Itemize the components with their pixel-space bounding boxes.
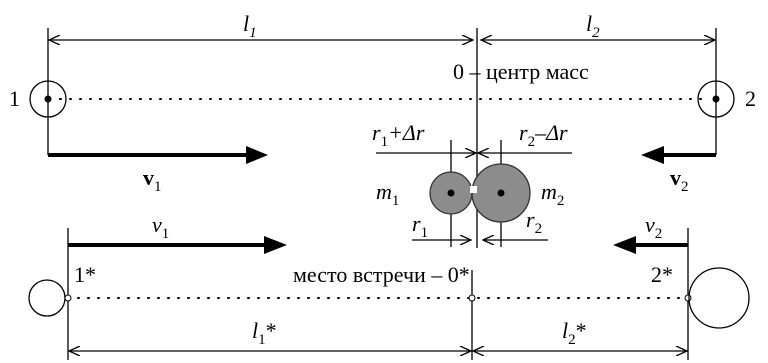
label-meeting-point: место встречи – 0*	[293, 262, 470, 287]
label-r2-minus-dr: r2–Δr	[519, 120, 568, 150]
label-body-2-star: 2*	[651, 262, 673, 287]
ball-m1-center	[447, 189, 455, 197]
velocity-vectors-top	[48, 146, 716, 164]
label-r1-plus-dr: r1+Δr	[372, 120, 425, 150]
v2-vector-head	[641, 146, 664, 164]
label-r2: r2	[526, 207, 542, 237]
label-l1-star: l1*	[252, 318, 277, 348]
label-l2-star: l2*	[562, 318, 587, 348]
body-1-star-point	[64, 294, 72, 302]
meeting-positions	[28, 228, 750, 360]
v2-bottom-head	[613, 236, 636, 254]
label-body-1-star: 1*	[74, 262, 96, 287]
body-2-circle	[697, 80, 735, 118]
initial-positions	[29, 80, 735, 118]
label-m2: m2	[541, 179, 564, 209]
label-l2: l2	[586, 11, 600, 41]
body-1-circle	[29, 80, 67, 118]
contact-detail	[376, 140, 572, 247]
body-2-dot	[712, 95, 720, 103]
v1-bottom-head	[264, 236, 287, 254]
v1-vector-head	[246, 146, 268, 164]
body-2-star-circle	[688, 267, 750, 329]
label-body-1: 1	[9, 86, 20, 111]
contact-gap	[470, 186, 477, 193]
labels: l1 l2 1 2 0 – центр масс v1 v2 r1+Δr r2–…	[9, 11, 756, 348]
label-m1: m1	[376, 179, 399, 209]
label-body-2: 2	[745, 86, 756, 111]
top-dimension	[47, 28, 717, 155]
label-v1-italic: v1	[152, 212, 169, 242]
label-l1: l1	[243, 11, 257, 41]
meeting-point-marker	[468, 294, 476, 302]
body-2-star-point	[684, 294, 692, 302]
label-v1-bold: v1	[143, 165, 162, 195]
label-center-of-mass: 0 – центр масс	[453, 59, 589, 84]
label-v2-italic: v2	[645, 212, 662, 242]
velocity-vectors-bottom	[68, 236, 688, 254]
ball-m2-center	[497, 189, 505, 197]
body-1-dot	[44, 95, 52, 103]
label-v2-bold: v2	[670, 165, 689, 195]
body-1-star-circle	[28, 279, 66, 317]
label-r1: r1	[412, 211, 428, 241]
